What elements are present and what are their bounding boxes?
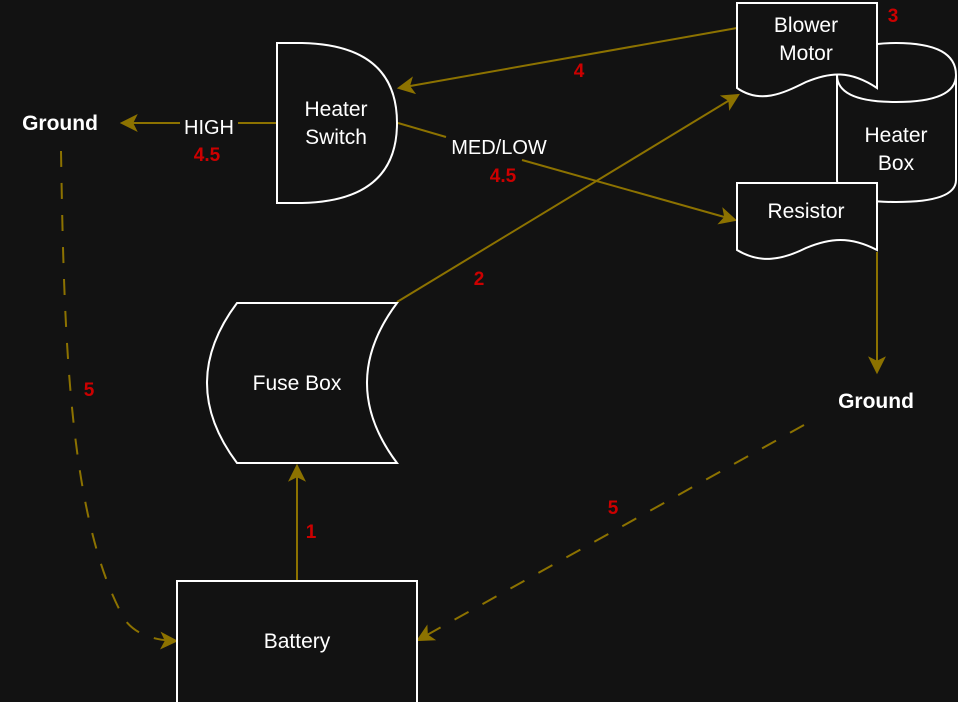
node-battery[interactable]: Battery (176, 580, 418, 702)
step-5-right-label: 5 (608, 498, 619, 519)
heater-switch-label-line2: Switch (305, 126, 367, 149)
edge-heater-switch-to-resistor-medlow[interactable] (521, 159, 738, 225)
high-label-bg (180, 114, 238, 134)
step-2-label: 2 (474, 269, 485, 290)
resistor-label: Resistor (767, 200, 844, 223)
fuse-box-label: Fuse Box (253, 372, 342, 395)
node-ground-left[interactable]: Ground (22, 112, 98, 135)
medlow-edge-label: MED/LOW (451, 137, 547, 159)
high-edge-label: HIGH (184, 117, 234, 139)
edge-ground-right-to-battery[interactable] (416, 424, 805, 642)
resistor-shape (736, 182, 878, 260)
blower-motor-label-line1: Blower (774, 14, 838, 37)
battery-label: Battery (264, 630, 331, 653)
step-4-5-high-label: 4.5 (194, 145, 221, 166)
node-ground-right[interactable]: Ground (838, 390, 914, 413)
battery-shape (176, 580, 418, 702)
heater-box-rim (836, 74, 957, 104)
heater-switch-shape (276, 42, 399, 204)
node-resistor[interactable]: Resistor (736, 182, 878, 260)
heater-switch-label-line1: Heater (304, 98, 367, 121)
heater-box-label-line2: Box (878, 152, 915, 175)
node-blower-motor[interactable]: Blower Motor (736, 2, 878, 98)
fuse-box-shape (206, 302, 399, 464)
node-fuse-box[interactable]: Fuse Box (206, 302, 399, 464)
blower-motor-shape (736, 2, 878, 98)
step-4-5-medlow-label: 4.5 (490, 166, 517, 187)
edge-ground-left-to-battery[interactable] (60, 150, 179, 650)
heater-box-label-line1: Heater (864, 124, 927, 147)
step-3-label: 3 (888, 6, 899, 27)
node-heater-switch[interactable]: Heater Switch (276, 42, 399, 204)
edge-blower-motor-to-heater-switch[interactable] (396, 27, 738, 95)
step-4-label: 4 (574, 61, 585, 82)
edge-heater-switch-to-resistor-start[interactable] (397, 122, 447, 138)
step-5-left-label: 5 (84, 380, 95, 401)
blower-motor-label-line2: Motor (779, 42, 833, 65)
edge-fuse-box-to-blower-motor[interactable] (396, 93, 740, 303)
step-1-label: 1 (306, 522, 317, 543)
